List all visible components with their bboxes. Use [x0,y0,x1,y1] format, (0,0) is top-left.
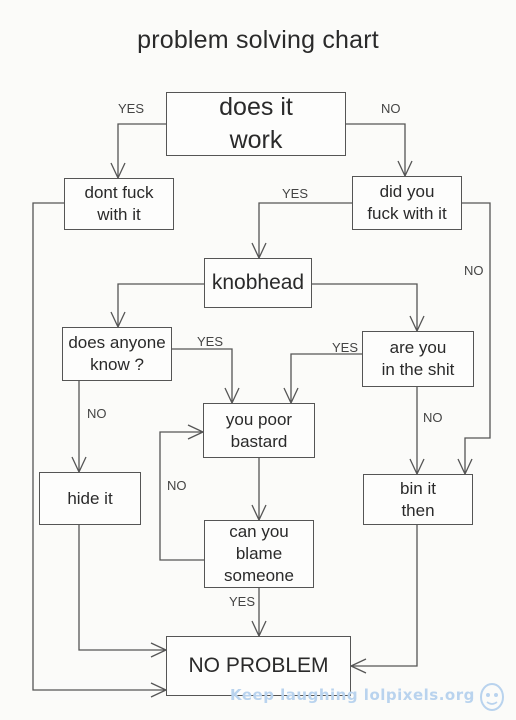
label-no-blame: NO [167,478,187,493]
node-bin-it-then: bin it then [363,474,473,525]
label-yes-blame: YES [229,594,256,609]
node-you-poor-bastard: you poor bastard [203,403,315,458]
node-did-you-fuck-with-it: did you fuck with it [352,176,462,230]
chart-title: problem solving chart [137,26,379,54]
label-yes-anyone-knows: YES [197,334,224,349]
label-no-in-the-shit: NO [423,410,443,425]
label-yes-fucked: YES [282,186,309,201]
node-hide-it: hide it [39,472,141,525]
watermark-logo-icon [480,683,504,711]
label-no-fucked: NO [464,263,484,278]
node-are-you-in-the-shit: are you in the shit [362,331,474,387]
node-does-anyone-know: does anyone know ? [62,327,172,381]
node-knobhead: knobhead [204,258,312,308]
label-yes-works: YES [118,101,145,116]
label-yes-in-the-shit: YES [332,340,359,355]
label-no-works: NO [381,101,401,116]
node-dont-fuck-with-it: dont fuck with it [64,178,174,230]
watermark-text: Keep laughing lolpixels.org [230,686,475,704]
node-can-you-blame-someone: can you blame someone [204,520,314,588]
label-no-anyone-knows: NO [87,406,107,421]
node-does-it-work: does it work [166,92,346,156]
node-no-problem: NO PROBLEM [166,636,351,696]
